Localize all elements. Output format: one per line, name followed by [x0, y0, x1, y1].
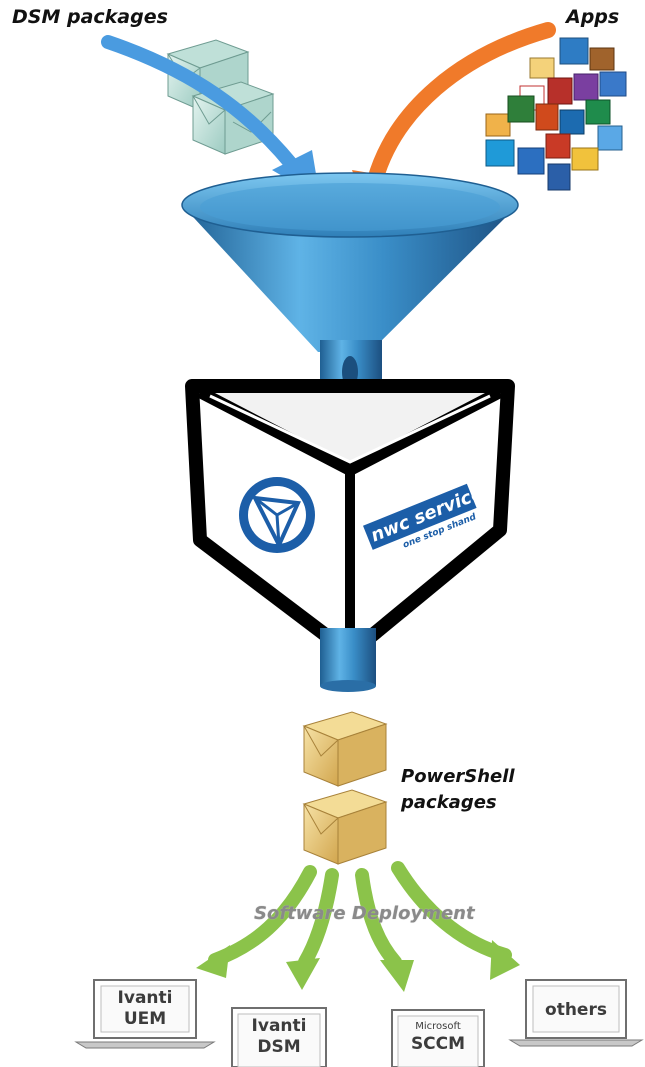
powershell-package-icon [304, 712, 386, 864]
funnel-spout [320, 628, 376, 692]
nwc-cube: nwc services one stop shand [192, 386, 508, 652]
target-line1: Microsoft [398, 1020, 478, 1034]
target-others: others [533, 1000, 619, 1021]
nwc-logo-icon [239, 477, 315, 553]
dsm-packages-label: DSM packages [12, 6, 168, 28]
powershell-label-line2: packages [401, 792, 497, 813]
powershell-label-line1: PowerShell [401, 766, 515, 787]
target-ivanti-dsm: Ivanti DSM [238, 1016, 320, 1058]
funnel [182, 173, 518, 406]
apps-icon-cluster [486, 38, 626, 190]
target-line2: SCCM [411, 1034, 465, 1054]
target-microsoft-sccm: Microsoft SCCM [398, 1020, 478, 1055]
target-line2: UEM [124, 1009, 166, 1029]
software-deployment-label: Software Deployment [254, 903, 475, 924]
target-ivanti-uem: Ivanti UEM [101, 988, 189, 1030]
target-line1: others [545, 1000, 607, 1020]
apps-label: Apps [566, 6, 619, 28]
powershell-packages-label: PowerShell packages [401, 764, 541, 816]
target-line1: Ivanti [252, 1016, 307, 1036]
target-line1: Ivanti [118, 988, 173, 1008]
target-line2: DSM [257, 1037, 300, 1057]
deployment-arrows [196, 868, 520, 992]
